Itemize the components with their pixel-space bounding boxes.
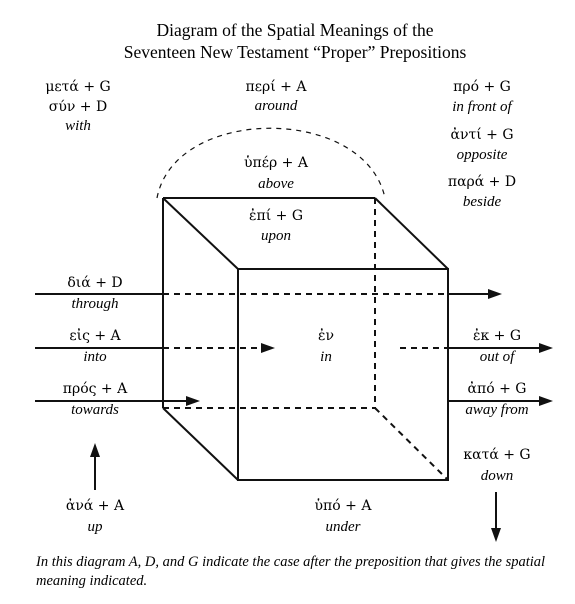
label-anti-greek: ἀντί + G <box>450 126 513 143</box>
label-para-greek: παρά + D <box>448 174 516 190</box>
label-peri-greek: περί + A <box>246 78 308 95</box>
caption-line-1: In this diagram A, D, and G indicate the… <box>35 554 545 570</box>
through-arrowhead <box>488 289 502 299</box>
label-hyper-greek: ὑπέρ + A <box>244 154 309 171</box>
label-anti-meaning: opposite <box>457 147 508 163</box>
cube-bottom-left-diagonal <box>162 407 239 481</box>
caption-line-2: meaning indicated. <box>36 573 147 589</box>
label-dia-greek: διά + D <box>67 275 122 291</box>
label-en-meaning: in <box>320 349 332 365</box>
label-kata-meaning: down <box>481 468 514 484</box>
label-apo-meaning: away from <box>465 402 528 418</box>
label-pros-greek: πρός + A <box>63 381 128 397</box>
label-epi-greek: ἐπί + G <box>249 207 303 224</box>
label-hyper-meaning: above <box>258 176 294 192</box>
label-ana-greek: ἀνά + A <box>66 497 125 514</box>
label-epi-meaning: upon <box>261 228 291 244</box>
label-ana-meaning: up <box>88 519 104 535</box>
away-from-arrowhead <box>539 396 553 406</box>
label-syn-meaning: with <box>65 118 91 134</box>
label-kata-greek: κατά + G <box>463 447 530 463</box>
cube-top-left-diagonal <box>162 197 239 270</box>
label-pro-meaning: in front of <box>452 99 513 115</box>
label-dia-meaning: through <box>72 296 119 312</box>
towards-arrowhead <box>186 396 200 406</box>
cube-hidden-edge-diagonal <box>374 407 449 481</box>
label-apo-greek: ἀπό + G <box>468 380 527 397</box>
down-arrowhead <box>491 528 501 542</box>
title-line-2: Seventeen New Testament “Proper” Preposi… <box>124 42 467 62</box>
up-arrowhead <box>90 443 100 457</box>
label-syn-greek: σύν + D <box>49 99 107 115</box>
label-en-greek: ἐν <box>318 327 334 344</box>
label-hypo-meaning: under <box>326 519 361 535</box>
label-peri-meaning: around <box>255 98 298 114</box>
label-ek-greek: ἐκ + G <box>473 327 521 344</box>
label-hypo-greek: ὑπό + A <box>315 497 373 514</box>
label-ek-meaning: out of <box>480 349 516 365</box>
around-arc <box>156 127 386 199</box>
label-eis-meaning: into <box>83 349 107 365</box>
label-eis-greek: εἰς + A <box>69 327 121 344</box>
label-pro-greek: πρό + G <box>453 79 511 95</box>
title-line-1: Diagram of the Spatial Meanings of the <box>156 20 433 40</box>
label-pros-meaning: towards <box>71 402 119 418</box>
label-meta-greek: μετά + G <box>45 79 110 95</box>
into-arrowhead <box>261 343 275 353</box>
cube-front-face <box>237 268 449 481</box>
out-of-arrowhead <box>539 343 553 353</box>
cube-top-right-diagonal <box>374 197 449 270</box>
label-para-meaning: beside <box>463 194 502 210</box>
